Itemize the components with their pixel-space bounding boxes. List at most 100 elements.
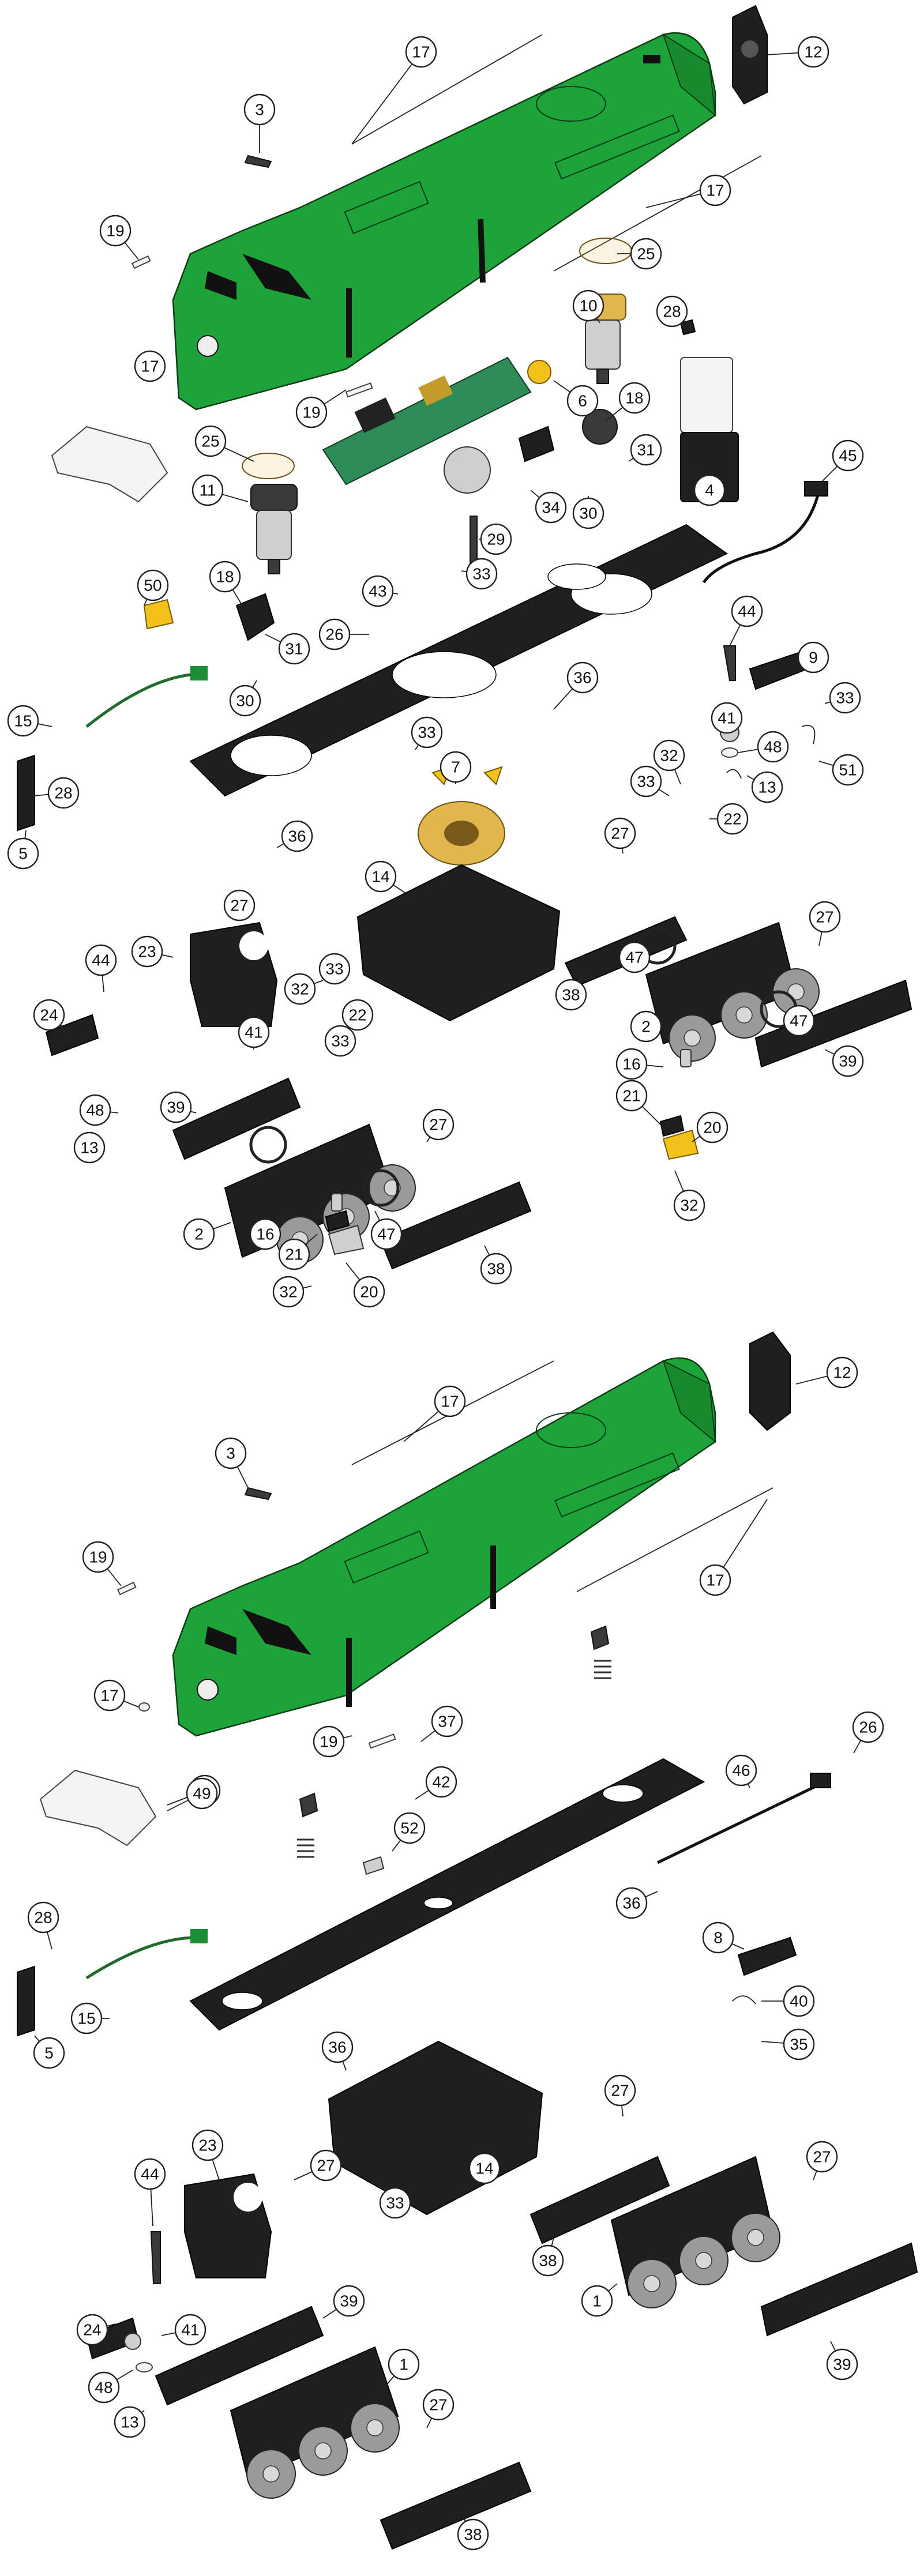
top-callout-label-54: 47 [790,1012,808,1030]
top-callout-circle-23 [362,575,394,607]
top-callout-circle-75 [272,1276,305,1308]
bottom-callout-label-11: 46 [732,1762,750,1780]
bottom-callout-circle-38 [826,2348,858,2381]
top-callout-label-4: 19 [106,222,124,240]
bottom-callout-circle-30 [76,2314,108,2346]
part-49b [39,1769,157,1847]
callouts-bottom: 1712319171719374942524626368284015535362… [27,1356,884,2551]
part-39a [754,979,913,1068]
bottom-callout-circle-9 [425,1766,457,1798]
top-callout-label-1: 12 [804,43,822,61]
top-callout-label-43: 36 [288,828,306,845]
top-callout-label-17: 11 [199,482,216,499]
top-callout-label-58: 41 [245,1024,262,1041]
part-3b [244,1487,272,1501]
top-callout-label-39: 32 [660,747,678,765]
top-callout-label-20: 33 [472,565,490,583]
bottom-callout-label-29: 27 [813,2148,831,2166]
top-callout-label-47: 27 [230,897,248,915]
top-callout-label-45: 14 [371,868,389,886]
top-callout-circle-61 [79,1094,111,1126]
top-callout-label-8: 6 [578,392,587,410]
top-callout-label-23: 43 [369,582,386,600]
bottom-callout-label-27: 38 [539,2252,557,2270]
top-callout-circle-7 [656,295,688,328]
bottom-callout-label-32: 41 [181,2321,199,2339]
top-callout-label-9: 18 [625,389,643,407]
top-callout-circle-42 [7,837,39,870]
bottom-callout-label-39: 49 [193,1785,211,1803]
bottom-callout-label-4: 17 [706,1571,724,1589]
part-5a [17,754,35,832]
main-frame-bottom [189,1758,705,2031]
top-callout-label-36: 7 [451,758,460,776]
part-16b [331,1193,343,1212]
bottom-callout-label-26: 33 [386,2194,404,2212]
bottom-callout-label-37: 38 [464,2526,482,2544]
top-callout-circle-71 [249,1218,281,1250]
top-callout-label-48: 23 [138,943,156,961]
top-callout-circle-25 [278,633,310,665]
bottom-callout-label-13: 36 [622,1894,640,1912]
part-6 [527,360,551,384]
bottom-callout-circle-29 [806,2141,838,2173]
bottom-callout-circle-34 [422,2389,455,2421]
top-callout-circle-34 [411,716,443,749]
bottom-callout-label-12: 26 [859,1718,877,1736]
top-callout-label-56: 22 [348,1006,366,1024]
top-callout-circle-66 [422,1108,455,1141]
bottom-callout-label-10: 52 [400,1819,418,1837]
top-callout-circle-54 [783,1005,815,1037]
bottom-callout-circle-15 [27,1901,59,1934]
top-callout-circle-9 [618,382,651,414]
bottom-callout-circle-35 [388,2348,420,2381]
top-callout-label-24: 26 [325,626,343,644]
top-callout-circle-14 [693,474,726,506]
bottom-callout-label-16: 40 [790,1992,808,2010]
top-callout-circle-41 [716,803,749,835]
part-38d [380,2461,532,2550]
top-callout-circle-31 [711,702,743,734]
part-20a [662,1129,699,1160]
top-callout-label-32: 48 [764,738,782,756]
bottom-callout-label-36: 13 [121,2413,138,2431]
top-callout-label-40: 33 [637,773,655,791]
part-47c [249,1126,287,1164]
part-23a-hole [239,931,268,960]
bottom-callout-circle-33 [88,2371,120,2404]
bottom-callout-circle-37 [457,2518,489,2551]
top-callout-circle-5 [630,238,662,270]
top-callout-circle-64 [73,1131,106,1164]
top-callout-label-66: 27 [429,1116,447,1134]
bottom-callout-circle-27 [532,2244,564,2277]
speaker-cone [444,821,479,846]
top-callout-label-41: 22 [723,810,741,828]
top-callout-label-67: 39 [167,1099,185,1116]
bottom-callout-label-24: 23 [198,2137,216,2154]
bottom-callout-circle-25 [310,2149,342,2182]
top-callout-circle-1 [797,36,829,68]
top-callout-label-68: 47 [377,1225,395,1243]
top-callout-label-2: 3 [255,101,264,119]
top-assembly [17,5,913,1270]
part-25a [579,238,632,264]
top-callout-circle-18 [480,523,512,555]
part-40 [732,1995,756,2005]
top-callout-circle-12 [194,425,227,457]
top-callout-circle-37 [751,771,783,803]
part-47d [362,1169,400,1207]
top-callout-label-75: 32 [279,1283,297,1301]
top-callout-circle-21 [137,569,169,601]
bottom-callout-label-19: 35 [790,2036,808,2054]
top-callout-label-6: 10 [579,297,597,315]
bottom-callout-circle-23 [134,2158,166,2190]
top-callout-circle-30 [566,661,599,694]
top-callout-label-26: 44 [738,603,756,621]
part-42b [297,1838,314,1858]
bottom-callout-label-21: 27 [611,2082,629,2100]
top-callout-circle-59 [809,901,841,933]
top-callout-circle-60 [615,1048,648,1080]
top-callout-label-18: 29 [487,531,505,548]
part-39c [760,2242,918,2337]
top-callout-label-71: 16 [256,1225,274,1243]
